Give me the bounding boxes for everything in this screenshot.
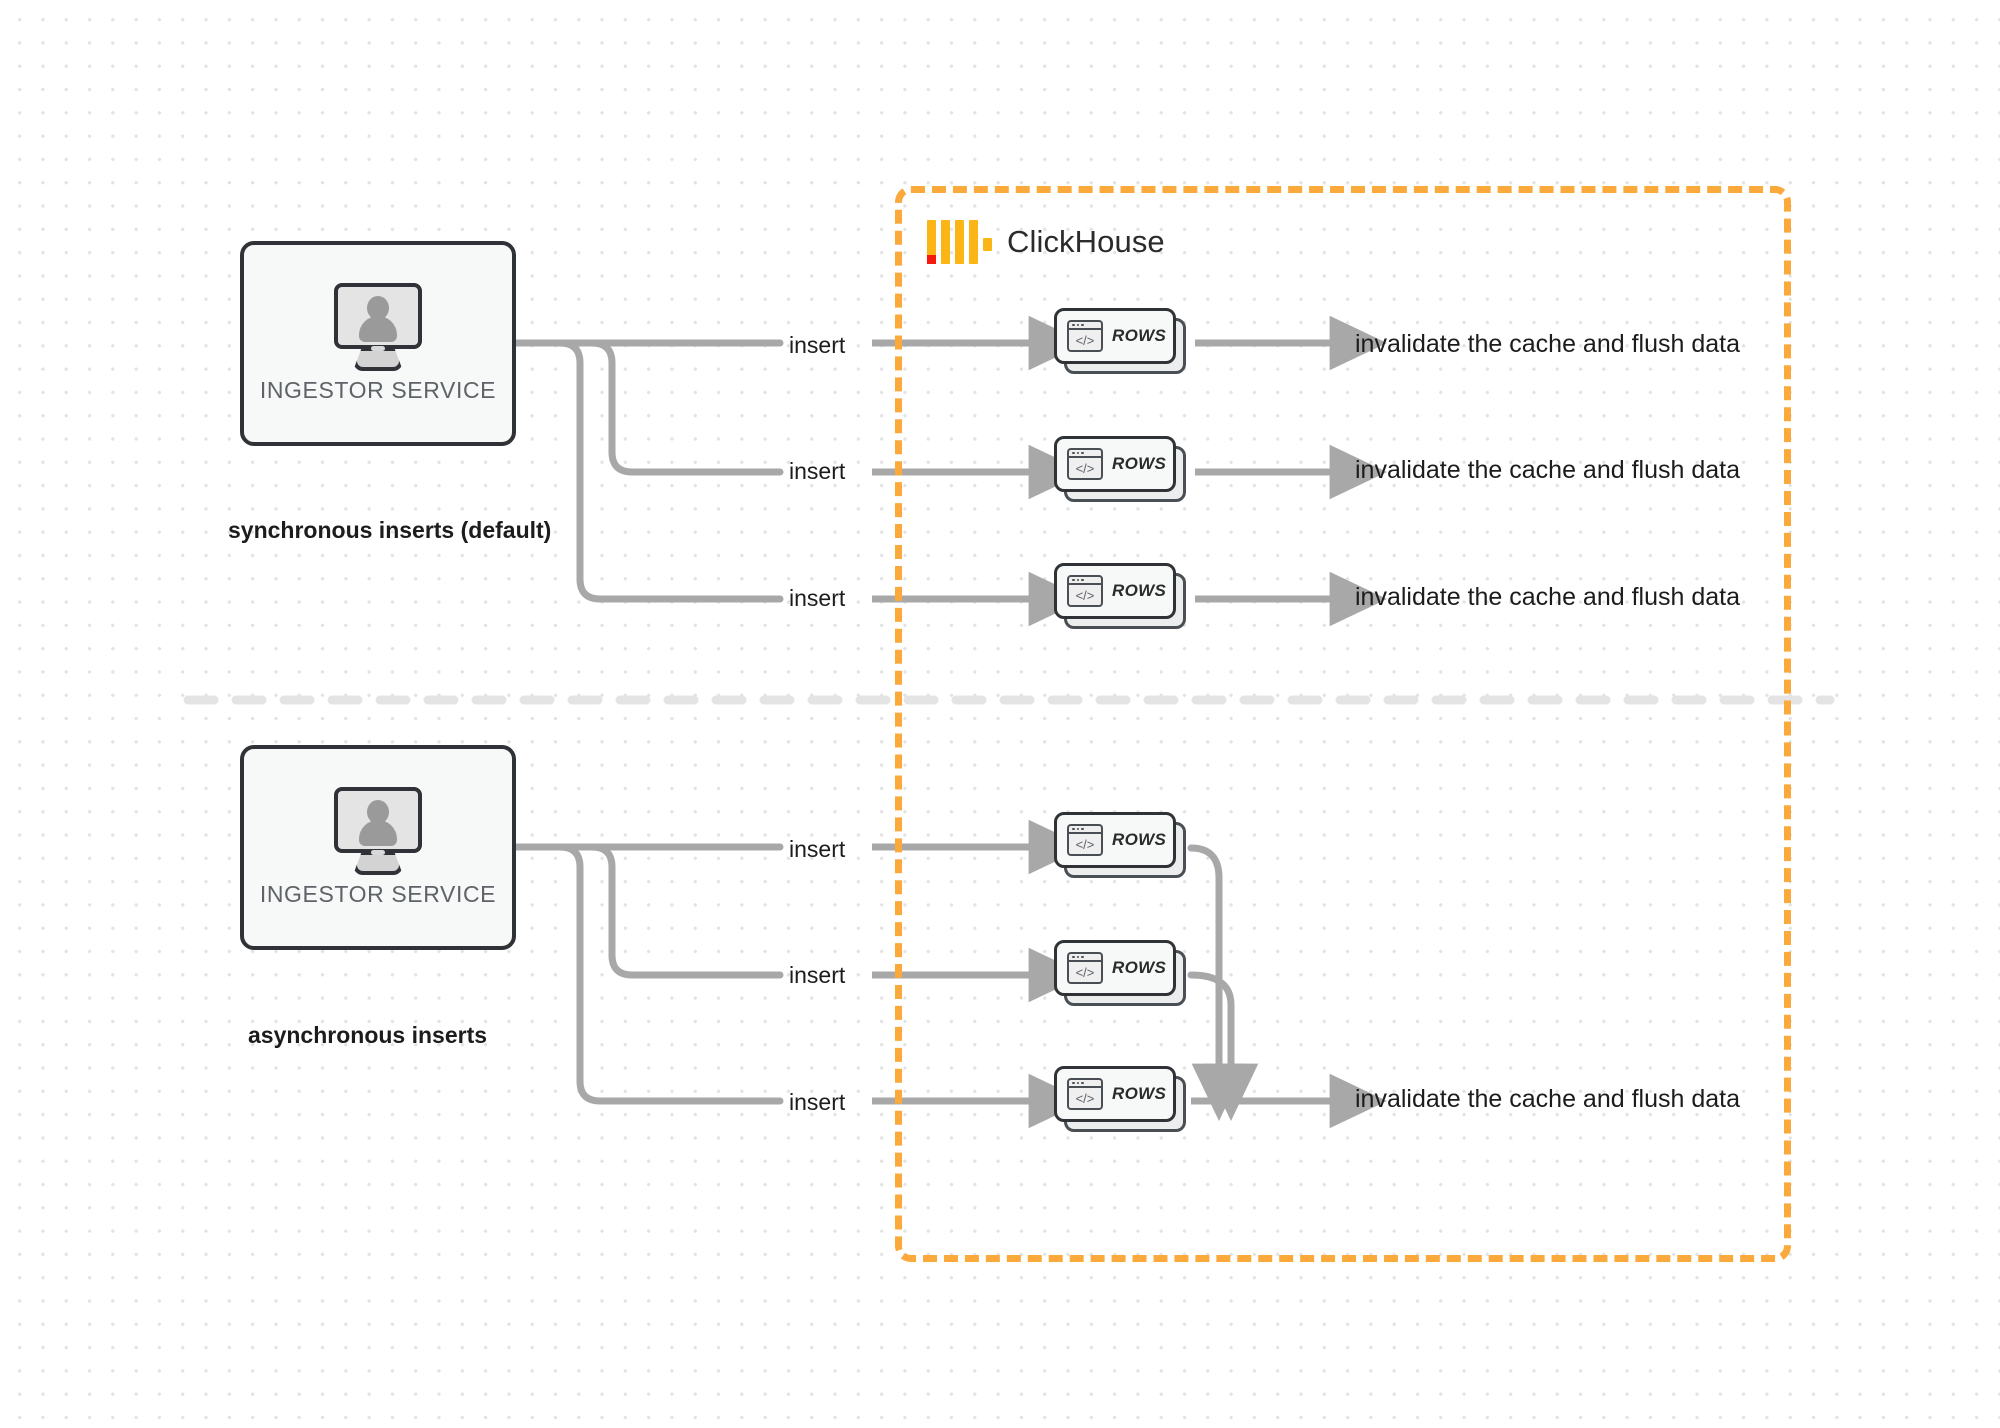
result-label-async-merged: invalidate the cache and flush data [1355,1085,1740,1113]
edge-label-insert-sync-3: insert [789,585,846,611]
ingestor-service-label: INGESTOR SERVICE [259,881,497,907]
sync-branch-wires [512,339,784,603]
monitor-user-icon [330,283,426,371]
code-window-icon: </> [1067,952,1103,984]
clickhouse-logo [927,220,992,264]
code-window-icon: </> [1067,575,1103,607]
edge-label-insert-async-3: insert [789,1089,846,1115]
clickhouse-label: ClickHouse [1007,224,1165,259]
rows-node-async-3[interactable]: </> ROWS [1054,1066,1186,1132]
rows-node-label: ROWS [1112,581,1167,600]
edge-label-insert-sync-2: insert [789,458,846,484]
rows-node-sync-1[interactable]: </> ROWS [1054,308,1186,374]
result-label-sync-3: invalidate the cache and flush data [1355,583,1740,611]
clickhouse-boundary [895,186,1791,1262]
rows-node-label: ROWS [1112,326,1167,345]
ingestor-service-async[interactable]: INGESTOR SERVICE [240,745,516,950]
code-window-icon: </> [1067,448,1103,480]
rows-node-label: ROWS [1112,1084,1167,1103]
result-label-sync-2: invalidate the cache and flush data [1355,456,1740,484]
rows-node-label: ROWS [1112,830,1167,849]
rows-node-async-1[interactable]: </> ROWS [1054,812,1186,878]
rows-node-label: ROWS [1112,454,1167,473]
rows-node-sync-3[interactable]: </> ROWS [1054,563,1186,629]
edge-label-insert-sync-1: insert [789,332,846,358]
rows-node-async-2[interactable]: </> ROWS [1054,940,1186,1006]
edge-label-insert-async-1: insert [789,836,846,862]
rows-node-sync-2[interactable]: </> ROWS [1054,436,1186,502]
edge-label-insert-async-2: insert [789,962,846,988]
rows-node-label: ROWS [1112,958,1167,977]
code-window-icon: </> [1067,1078,1103,1110]
code-window-icon: </> [1067,320,1103,352]
ingestor-service-label: INGESTOR SERVICE [259,377,497,403]
async-branch-wires [512,843,784,1105]
section-caption-asynchronous: asynchronous inserts [248,1022,488,1048]
clickhouse-brand: ClickHouse [927,220,1165,264]
monitor-user-icon [330,787,426,875]
result-label-sync-1: invalidate the cache and flush data [1355,330,1740,358]
section-caption-synchronous: synchronous inserts (default) [228,517,552,543]
ingestor-service-sync[interactable]: INGESTOR SERVICE [240,241,516,446]
code-window-icon: </> [1067,824,1103,856]
